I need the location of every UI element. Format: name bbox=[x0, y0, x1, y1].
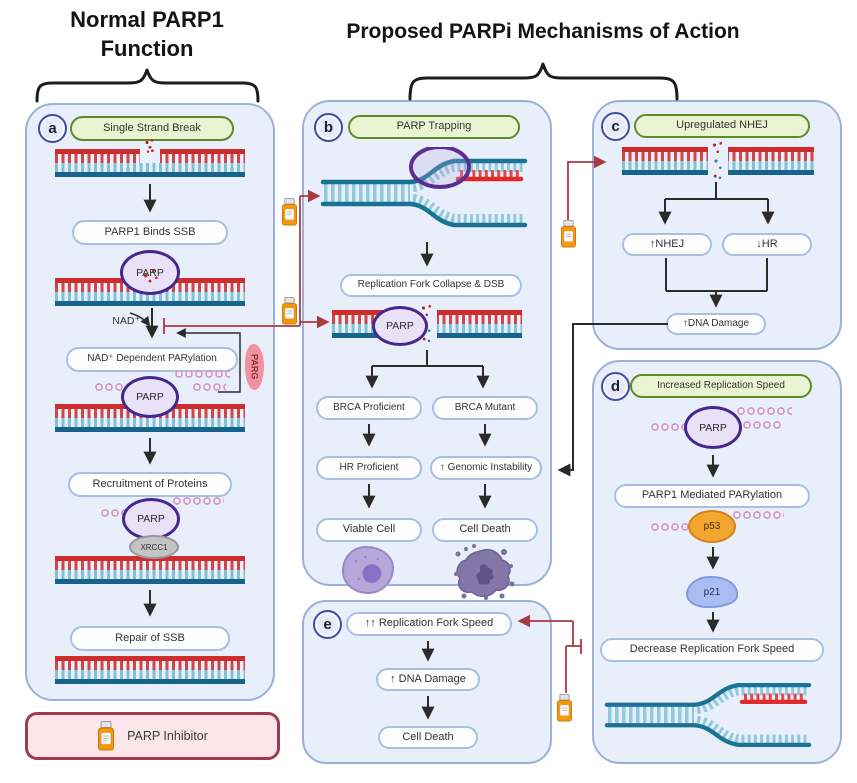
trapped-parp-ring bbox=[409, 147, 471, 189]
step-upregulated-nhej: Upregulated NHEJ bbox=[634, 114, 810, 138]
panel-e-badge: e bbox=[313, 610, 342, 639]
legend-label: PARP Inhibitor bbox=[127, 729, 208, 743]
step-parp1-binds-ssb: PARP1 Binds SSB bbox=[72, 220, 228, 245]
step-repair-of-ssb: Repair of SSB bbox=[70, 626, 230, 651]
left-title-line1: Normal PARP1 bbox=[70, 7, 224, 32]
step-cell-death-e: Cell Death bbox=[378, 726, 478, 749]
pill-bottle-icon bbox=[282, 198, 297, 226]
step-parp-trapping: PARP Trapping bbox=[348, 115, 520, 139]
par-chain bbox=[650, 422, 690, 433]
par-chain bbox=[742, 420, 782, 431]
step-cell-death-b: Cell Death bbox=[432, 518, 538, 542]
step-genomic-instability: ↑ Genomic Instability bbox=[430, 456, 542, 480]
step-dna-damage-e: ↑ DNA Damage bbox=[376, 668, 480, 691]
step-decrease-fork-speed: Decrease Replication Fork Speed bbox=[600, 638, 824, 662]
dna-dsb-gap bbox=[708, 140, 728, 182]
step-brca-proficient: BRCA Proficient bbox=[316, 396, 422, 420]
pill-bottle-icon bbox=[557, 694, 572, 722]
panel-c-badge: c bbox=[601, 112, 630, 141]
left-title: Normal PARP1 Function bbox=[27, 6, 267, 63]
par-chain bbox=[174, 369, 230, 380]
parp-protein: PARP bbox=[372, 306, 428, 346]
pill-bottle-icon bbox=[561, 220, 576, 248]
par-chain bbox=[172, 496, 224, 507]
par-chain bbox=[650, 522, 690, 533]
p21-protein: p21 bbox=[686, 576, 738, 608]
dna-ssb-graphic bbox=[55, 138, 245, 177]
parp-protein: PARP bbox=[122, 498, 180, 540]
parp-protein: PARP bbox=[121, 376, 179, 418]
replication-fork-graphic bbox=[320, 147, 528, 228]
parp-protein: PARP bbox=[684, 406, 742, 449]
parg-enzyme: PARG bbox=[245, 344, 264, 390]
right-title: Proposed PARPi Mechanisms of Action bbox=[346, 20, 740, 43]
panel-a-badge: a bbox=[38, 114, 67, 143]
par-chain bbox=[736, 406, 792, 417]
legend-parp-inhibitor: PARP Inhibitor bbox=[25, 712, 280, 760]
p53-protein: p53 bbox=[688, 510, 736, 543]
pill-bottle-icon bbox=[282, 297, 297, 325]
step-nhej-up: ↑NHEJ bbox=[622, 233, 712, 256]
nad-label: NAD⁺ bbox=[112, 315, 140, 327]
step-hr-proficient: HR Proficient bbox=[316, 456, 422, 480]
step-increased-replication-speed: Increased Replication Speed bbox=[630, 374, 812, 398]
step-dna-damage-c: ↑DNA Damage bbox=[666, 313, 766, 335]
left-title-line2: Function bbox=[100, 35, 194, 61]
step-viable-cell: Viable Cell bbox=[316, 518, 422, 542]
step-fork-speed-up: ↑↑ Replication Fork Speed bbox=[346, 612, 512, 636]
step-brca-mutant: BRCA Mutant bbox=[432, 396, 538, 420]
par-chain bbox=[732, 510, 784, 521]
par-chain bbox=[94, 382, 134, 393]
xrcc1-protein: XRCC1 bbox=[129, 535, 179, 559]
right-brace bbox=[408, 62, 679, 101]
replication-fork-graphic bbox=[604, 682, 812, 748]
dna-dsb-graphic bbox=[622, 140, 814, 182]
panel-d-badge: d bbox=[601, 372, 630, 401]
panel-b-badge: b bbox=[314, 113, 343, 142]
par-chain bbox=[192, 382, 226, 393]
step-fork-collapse-dsb: Replication Fork Collapse & DSB bbox=[340, 274, 522, 297]
dna-repaired-graphic bbox=[55, 656, 245, 684]
parp-protein: PARP bbox=[120, 250, 180, 295]
left-brace bbox=[35, 68, 260, 103]
step-single-strand-break: Single Strand Break bbox=[70, 116, 234, 141]
dna-break-dots bbox=[140, 138, 160, 160]
dead-cell-graphic bbox=[454, 544, 515, 600]
dna-repairing-graphic bbox=[55, 556, 245, 584]
step-recruitment: Recruitment of Proteins bbox=[68, 472, 232, 497]
step-parp1-mediated-parylation: PARP1 Mediated PARylation bbox=[614, 484, 810, 508]
par-chain bbox=[100, 508, 136, 519]
pill-bottle-icon bbox=[98, 721, 115, 751]
step-hr-down: ↓HR bbox=[722, 233, 812, 256]
viable-cell-graphic bbox=[342, 546, 394, 594]
